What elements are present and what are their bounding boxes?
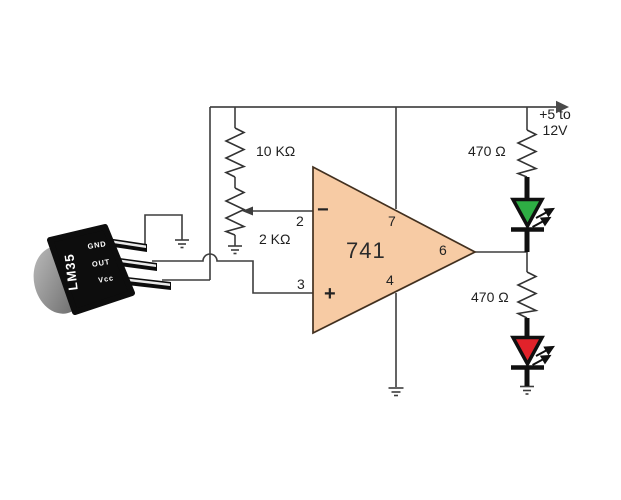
led-red-light-arrows-icon — [532, 345, 555, 366]
resistor-10k — [223, 127, 247, 178]
wires — [144, 107, 528, 387]
potentiometer-2k — [223, 187, 247, 236]
resistor-470-bottom — [515, 271, 539, 319]
resistors — [223, 127, 539, 319]
resistor-470-top — [515, 129, 539, 178]
lm35-sensor — [33, 224, 171, 315]
opamp-741 — [312, 165, 477, 335]
power-rail — [210, 100, 569, 114]
led-red-triangle — [510, 335, 545, 368]
opamp-triangle — [312, 165, 477, 335]
supply-arrow-icon — [556, 100, 569, 114]
led-green-triangle — [510, 197, 545, 230]
led-green — [510, 177, 555, 252]
pot-wiper-arrow-icon — [242, 206, 253, 216]
ground-icon-pin4 — [388, 387, 404, 397]
wire-pin3-out — [152, 253, 313, 294]
ground-icon-sensor — [175, 239, 189, 249]
led-green-light-arrows-icon — [532, 207, 555, 228]
sensor-body — [47, 224, 135, 315]
led-red — [510, 318, 555, 386]
ground-symbols — [175, 239, 534, 397]
ground-icon-led — [520, 385, 534, 395]
wire-sensor-gnd — [144, 214, 183, 245]
ground-icon-pot — [228, 245, 242, 255]
